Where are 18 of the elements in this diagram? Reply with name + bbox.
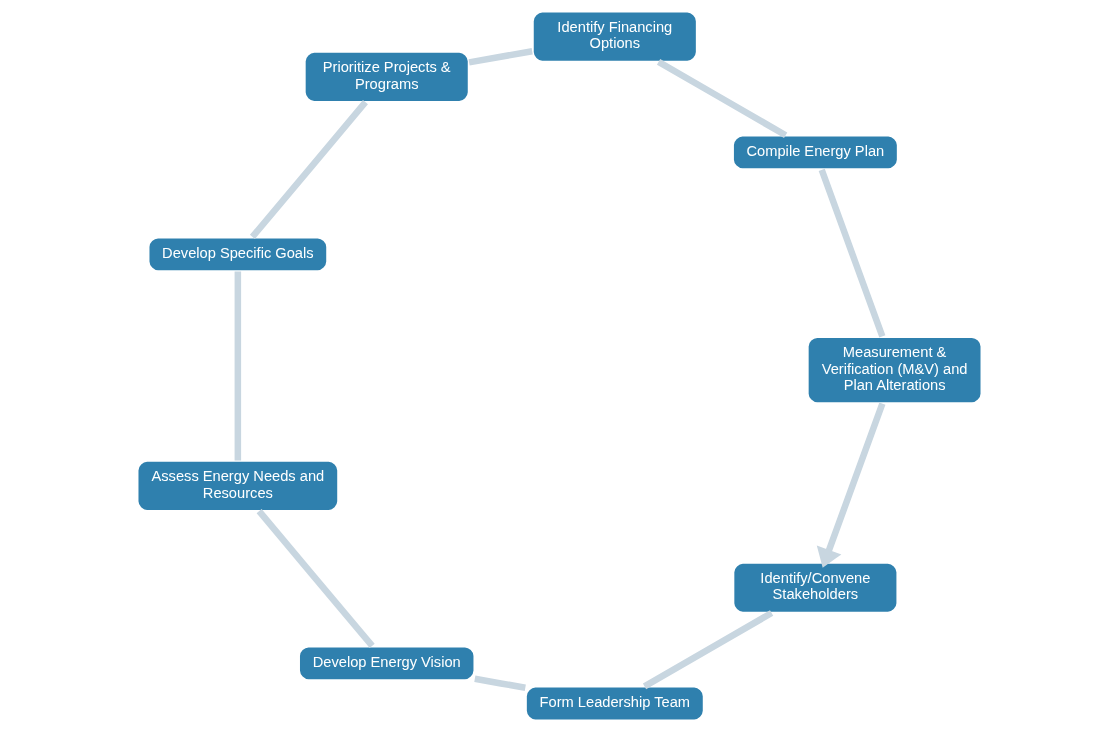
connector — [234, 271, 242, 461]
node-box: Compile Energy Plan — [731, 134, 900, 171]
node-box: Develop Specific Goals — [147, 235, 329, 273]
connector — [256, 509, 375, 649]
node-box: Identify Financing Options — [531, 10, 699, 64]
connector — [468, 48, 533, 66]
connector — [818, 168, 886, 338]
node-box: Identify/Convene Stakeholders — [731, 561, 899, 615]
connector — [642, 610, 774, 690]
node-box: Prioritize Projects & Programs — [303, 50, 471, 104]
node-box: Measurement & Verification (M&V) and Plan Alterations — [806, 335, 983, 405]
arrow — [816, 402, 886, 568]
connector — [656, 59, 788, 139]
node-box: Assess Energy Needs and Resources — [136, 459, 340, 513]
connector — [249, 100, 368, 240]
node-box: Form Leadership Team — [524, 685, 706, 722]
node-box: Develop Energy Vision — [297, 644, 476, 682]
connector — [474, 675, 526, 691]
